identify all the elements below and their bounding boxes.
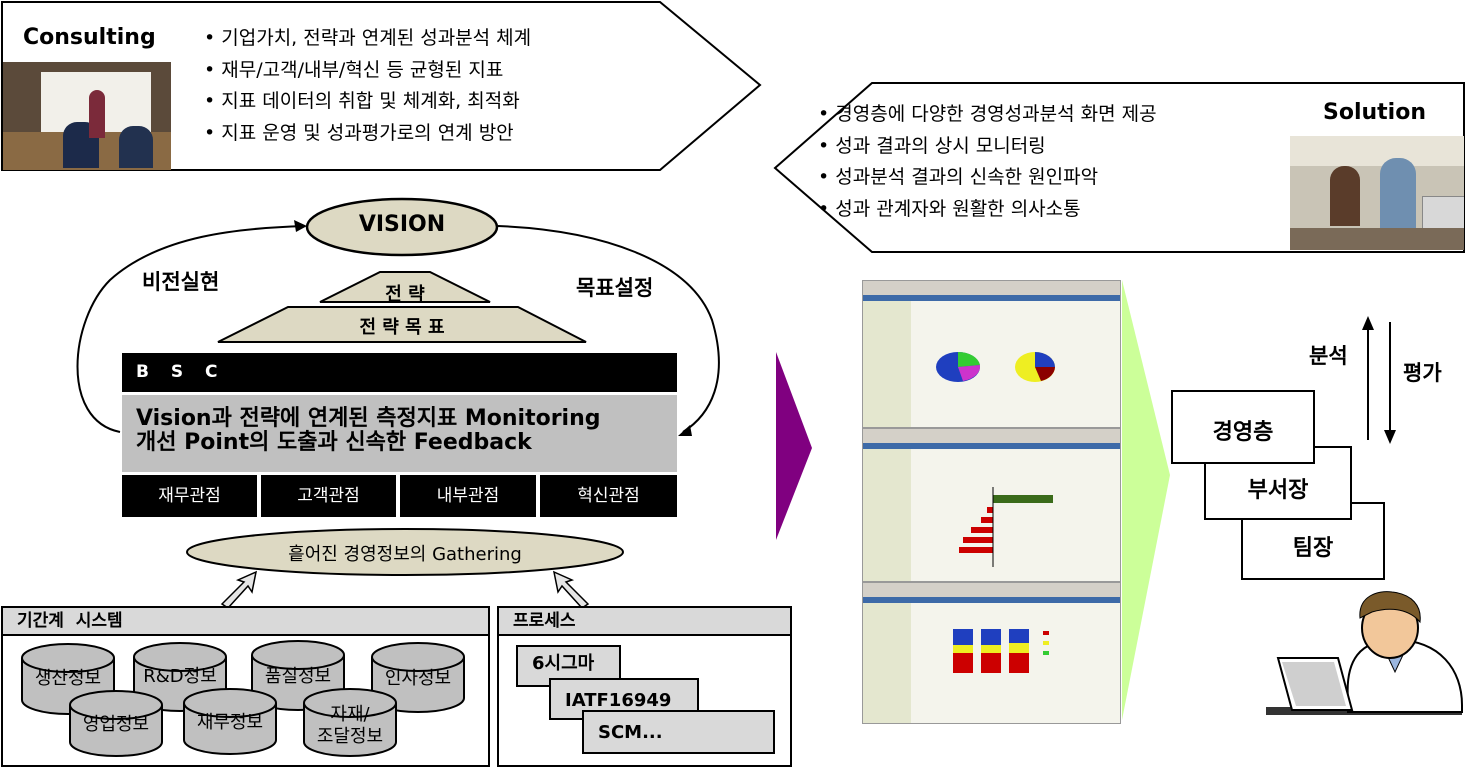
analysis-label: 분석 xyxy=(1309,344,1348,368)
bsc-header: B S C xyxy=(122,353,677,392)
dashboard-screenshot-bar xyxy=(862,428,1121,582)
consulting-bullet: 재무/고객/내부/혁신 등 균형된 지표 xyxy=(204,55,531,87)
vision-ellipse xyxy=(305,197,499,257)
consulting-bullet: 지표 운영 및 성과평가로의 연계 방안 xyxy=(204,118,531,150)
executive-box: 경영층 xyxy=(1171,390,1315,464)
perspective-internal: 내부관점 xyxy=(400,475,536,517)
consulting-bullet: 기업가치, 전략과 연계된 성과분석 체계 xyxy=(204,23,531,55)
bsc-line-1: Vision과 전략에 연계된 측정지표 Monitoring xyxy=(136,406,601,431)
solution-bullets: 경영층에 다양한 경영성과분석 화면 제공 성과 결과의 상시 모니터링 성과분… xyxy=(818,99,1157,226)
legacy-up-arrow xyxy=(220,570,258,609)
strategy-label: 전 략 xyxy=(385,284,425,305)
legacy-system-box: 기간계 시스템 xyxy=(1,606,490,767)
cylinder-hr: 인사정보 xyxy=(384,668,452,689)
green-chevron xyxy=(1122,280,1170,720)
strategy-goal-label: 전 략 목 표 xyxy=(359,317,445,338)
cylinder-finance: 재무정보 xyxy=(196,712,264,733)
perspective-innovation: 혁신관점 xyxy=(540,475,677,517)
right-cycle-arrow xyxy=(497,225,720,433)
dashboard-screenshot-stacked xyxy=(862,582,1121,724)
process-up-arrow xyxy=(552,570,590,609)
cylinder-rnd: R&D정보 xyxy=(143,666,217,687)
gathering-label: 흩어진 경영정보의 Gathering xyxy=(288,544,522,565)
bsc-line-2: 개선 Point의 도출과 신속한 Feedback xyxy=(136,430,532,455)
perspective-finance: 재무관점 xyxy=(122,475,257,517)
evaluation-label: 평가 xyxy=(1403,361,1442,385)
cylinder-sales: 영업정보 xyxy=(82,714,150,735)
left-cycle-arrow xyxy=(76,225,306,433)
consulting-bullets: 기업가치, 전략과 연계된 성과분석 체계 재무/고객/내부/혁신 등 균형된 … xyxy=(204,23,531,149)
office-photo xyxy=(1290,136,1464,250)
legacy-system-title: 기간계 시스템 xyxy=(3,608,488,636)
strategy-goal-trapezoid xyxy=(217,306,587,343)
vision-label: VISION xyxy=(358,212,446,237)
evaluation-arrow-head xyxy=(1384,430,1396,444)
process-title: 프로세스 xyxy=(499,608,790,636)
solution-bullet: 성과 결과의 상시 모니터링 xyxy=(818,131,1157,163)
solution-bullet: 성과분석 결과의 신속한 원인파악 xyxy=(818,162,1157,194)
bsc-description: Vision과 전략에 연계된 측정지표 Monitoring 개선 Point… xyxy=(122,395,677,472)
meeting-photo xyxy=(3,62,171,170)
vision-realization-label: 비전실현 xyxy=(142,270,220,294)
gathering-ellipse xyxy=(186,528,624,576)
goal-setting-label: 목표설정 xyxy=(576,276,654,300)
solution-title: Solution xyxy=(1323,100,1426,125)
solution-bullet: 성과 관계자와 원활한 의사소통 xyxy=(818,194,1157,226)
person-at-laptop-illustration xyxy=(1266,591,1463,715)
process-scm: SCM... xyxy=(582,710,775,754)
strategy-triangle xyxy=(319,271,491,303)
cylinder-quality: 품질정보 xyxy=(264,666,332,687)
dashboard-screenshot-pie xyxy=(862,280,1121,428)
legacy-cylinders xyxy=(21,640,465,757)
perspective-customer: 고객관점 xyxy=(261,475,396,517)
solution-bullet: 경영층에 다양한 경영성과분석 화면 제공 xyxy=(818,99,1156,131)
cylinder-procurement: 자재/ 조달정보 xyxy=(316,704,384,747)
consulting-bullet: 지표 데이터의 취합 및 체계화, 최적화 xyxy=(204,86,531,118)
analysis-arrow-head xyxy=(1362,316,1374,330)
cylinder-production: 생산정보 xyxy=(34,668,102,689)
consulting-title: Consulting xyxy=(23,25,156,50)
purple-chevron xyxy=(776,352,812,540)
